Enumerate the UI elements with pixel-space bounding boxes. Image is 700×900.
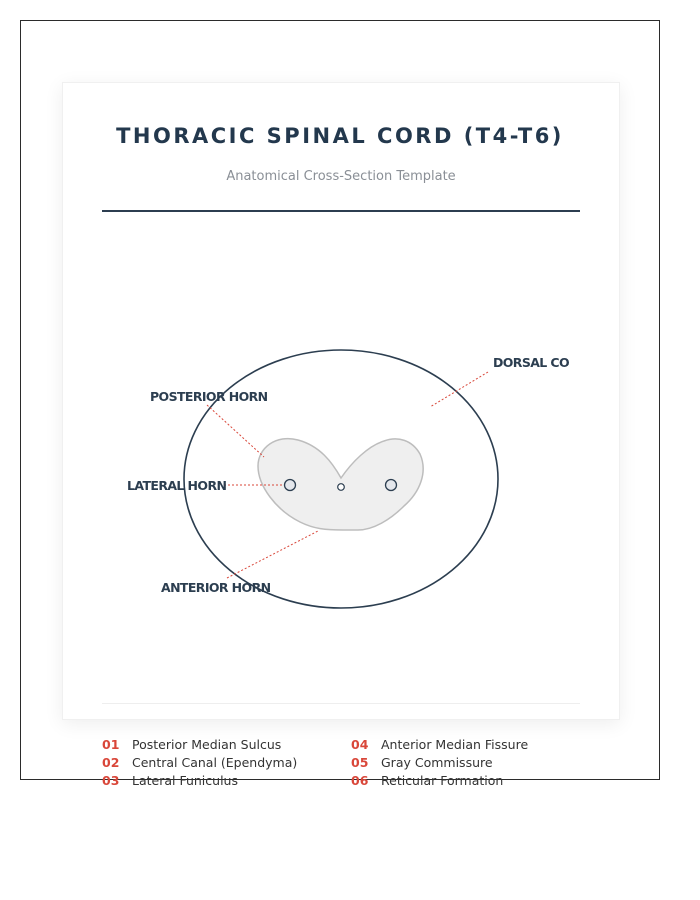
label-posterior-horn: POSTERIOR HORN xyxy=(150,389,268,404)
legend-text: Central Canal (Ependyma) xyxy=(132,755,298,770)
legend-item: 02 Central Canal (Ependyma) xyxy=(102,754,297,772)
legend-column-right: 04 Anterior Median Fissure 05 Gray Commiss… xyxy=(351,736,528,790)
legend-number: 05 xyxy=(351,755,369,770)
page-frame xyxy=(20,20,660,780)
legend-item: 05 Gray Commissure xyxy=(351,754,528,772)
legend-number: 01 xyxy=(102,737,120,752)
page-title: THORACIC SPINAL CORD (T4-T6) xyxy=(116,124,564,148)
legend-text: Posterior Median Sulcus xyxy=(132,737,282,752)
legend-text: Gray Commissure xyxy=(381,755,493,770)
legend-item: 06 Reticular Formation xyxy=(351,772,528,790)
footer-divider xyxy=(102,703,580,704)
header-divider xyxy=(102,210,580,212)
right-lateral-nucleus xyxy=(384,478,398,492)
legend-item: 03 Lateral Funiculus xyxy=(102,772,297,790)
legend-text: Lateral Funiculus xyxy=(132,773,238,788)
diagram-card xyxy=(62,82,620,720)
white-matter-outline xyxy=(183,349,499,609)
page-subtitle: Anatomical Cross-Section Template xyxy=(226,169,456,184)
legend-item: 04 Anterior Median Fissure xyxy=(351,736,528,754)
legend-number: 06 xyxy=(351,773,369,788)
legend-number: 03 xyxy=(102,773,120,788)
leader-line-dorsal-column xyxy=(429,371,489,408)
central-canal xyxy=(337,483,345,491)
legend-column-left: 01 Posterior Median Sulcus 02 Central Cana… xyxy=(102,736,297,790)
label-dorsal-column: DORSAL CO xyxy=(493,355,569,370)
legend-number: 04 xyxy=(351,737,369,752)
leader-line-posterior-horn xyxy=(206,404,265,458)
leader-line-anterior-horn xyxy=(226,530,319,579)
legend-text: Anterior Median Fissure xyxy=(381,737,529,752)
label-lateral-horn: LATERAL HORN xyxy=(127,478,226,493)
legend-number: 02 xyxy=(102,755,120,770)
legend-item: 01 Posterior Median Sulcus xyxy=(102,736,297,754)
left-lateral-nucleus xyxy=(283,478,297,492)
label-anterior-horn: ANTERIOR HORN xyxy=(161,580,271,595)
legend-text: Reticular Formation xyxy=(381,773,504,788)
